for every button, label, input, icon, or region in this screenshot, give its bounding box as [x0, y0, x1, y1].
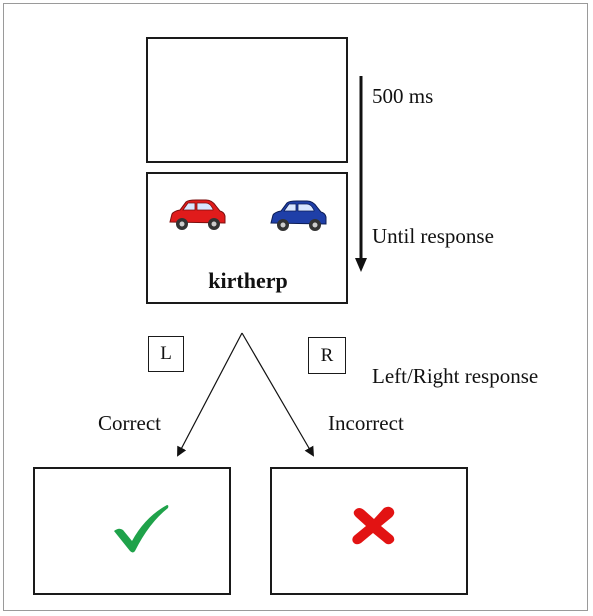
incorrect-feedback-box — [270, 467, 468, 595]
left-right-response-label: Left/Right response — [372, 364, 539, 388]
cross-mark-icon — [352, 506, 395, 545]
duration-500ms-label: 500 ms — [372, 84, 434, 108]
duration-until-response-label: Until response — [372, 224, 494, 248]
figure-frame — [3, 3, 588, 611]
blank-screen-box — [146, 37, 348, 163]
correct-feedback-box — [33, 467, 231, 595]
timeline-arrow — [355, 76, 367, 272]
stimulus-screen-box: kirtherp — [146, 172, 348, 304]
left-key: L — [148, 336, 184, 372]
stimulus-word: kirtherp — [208, 268, 288, 293]
correct-label: Correct — [98, 411, 161, 435]
right-key: R — [308, 337, 346, 374]
correct-branch-arrow — [177, 332, 243, 457]
blue-car-icon — [270, 200, 327, 231]
check-mark-icon — [114, 505, 169, 553]
incorrect-label: Incorrect — [328, 411, 404, 435]
incorrect-branch-arrow — [241, 332, 315, 457]
red-car-icon — [169, 199, 226, 230]
